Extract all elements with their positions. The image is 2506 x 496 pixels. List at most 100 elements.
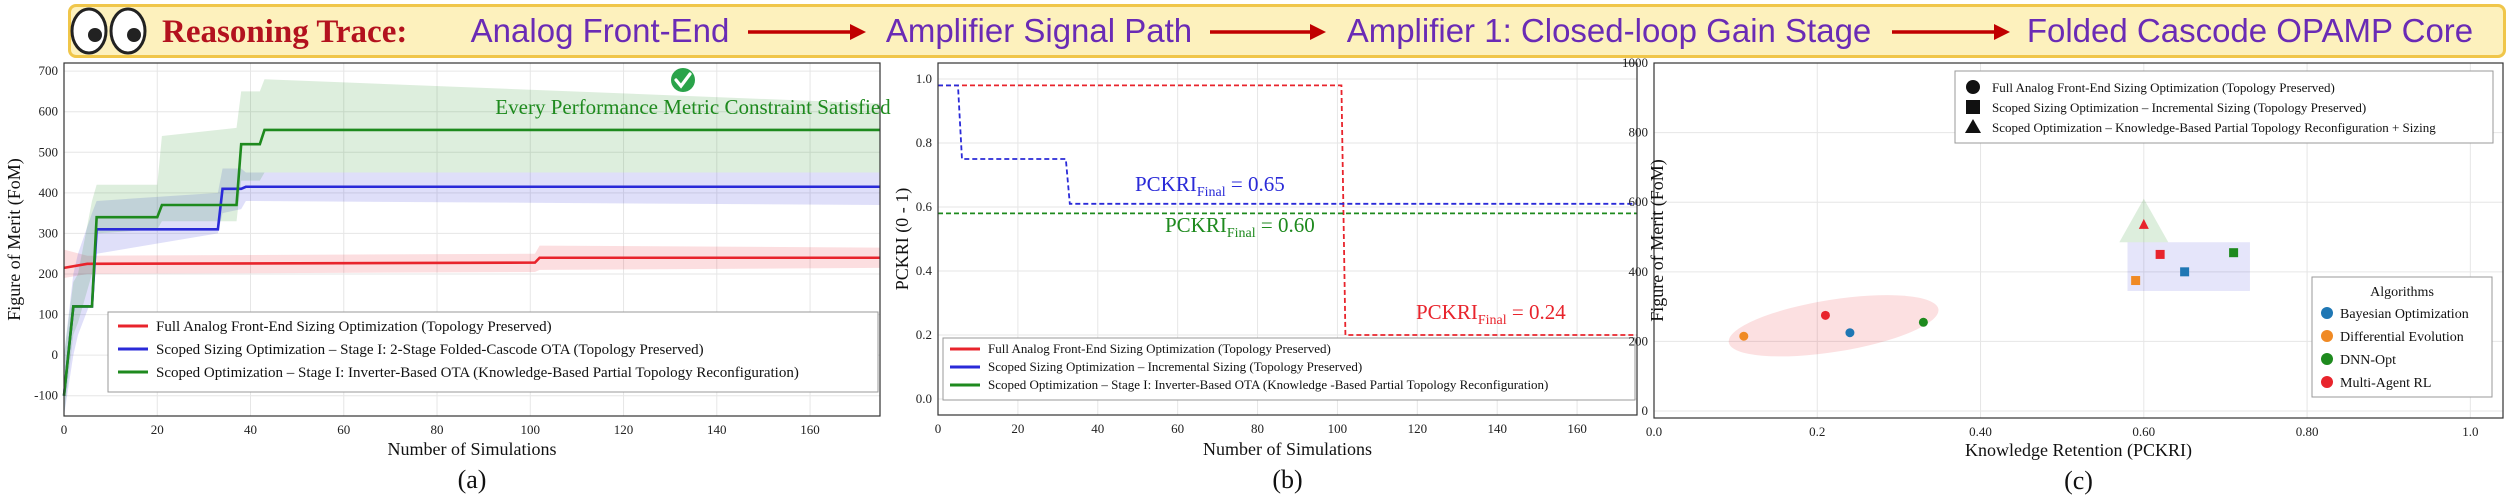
series-line-red <box>938 84 1637 336</box>
legend-box <box>107 311 879 393</box>
x-axis-label: Knowledge Retention (PCKRI) <box>1965 440 2192 461</box>
series-band-green <box>64 79 880 416</box>
y-tick-label: 0 <box>52 347 59 362</box>
x-tick-label: 40 <box>244 422 257 437</box>
y-tick-label: 500 <box>39 144 59 159</box>
series-line-blue <box>938 84 1637 205</box>
data-point <box>1845 328 1855 338</box>
y-tick-label: 0.0 <box>916 391 932 406</box>
y-axis-label: PCKRI (0 - 1) <box>892 188 913 291</box>
y-tick-label: 600 <box>1629 194 1649 209</box>
legend-label-green: DNN-Opt <box>2340 353 2396 368</box>
legend-label-bayes: Bayesian Optimization <box>2340 307 2469 322</box>
series-line-red <box>63 256 880 270</box>
arrow-head <box>850 24 866 40</box>
arrow-head <box>1310 24 1326 40</box>
reasoning-trace-svg: Reasoning Trace: Analog Front-End Amplifie… <box>70 7 2473 55</box>
y-tick-label: 200 <box>1629 333 1649 348</box>
legend-label-red: Full Analog Front-End Sizing Optimizatio… <box>156 319 552 335</box>
banner-step-1: Analog Front-End <box>471 12 730 49</box>
legend-label-blue: Scoped Sizing Optimization – Incremental… <box>988 359 1362 374</box>
legend-marker-circle <box>1966 80 1980 94</box>
legend-box <box>2311 276 2493 398</box>
plot-frame <box>63 62 881 417</box>
data-point <box>2229 248 2239 258</box>
panel-label-b: (b) <box>1272 465 1302 494</box>
annotation-blue: PCKRIFinal = 0.65 <box>1135 172 1285 200</box>
legend-dot-red <box>2321 376 2333 388</box>
x-tick-label: 140 <box>1487 421 1507 436</box>
banner-step-2: Amplifier Signal Path <box>886 12 1192 49</box>
x-tick-label: 60 <box>1171 421 1184 436</box>
arrow-right-icon <box>1892 24 2010 40</box>
annotation-red: PCKRIFinal = 0.24 <box>1416 300 1566 328</box>
banner-step-3: Amplifier 1: Closed-loop Gain Stage <box>1347 12 1872 49</box>
legend-label-blue: Scoped Sizing Optimization – Stage I: 2-… <box>156 342 704 358</box>
y-tick-label: 700 <box>39 63 59 78</box>
check-circle-icon <box>671 68 695 92</box>
x-tick-label: 1.0 <box>2462 424 2478 439</box>
x-tick-label: 60 <box>337 422 350 437</box>
legend-label-red: Multi-Agent RL <box>2340 376 2431 391</box>
legend-label-circle: Full Analog Front-End Sizing Optimizatio… <box>1992 80 2335 95</box>
x-axis-label: Number of Simulations <box>1203 439 1372 459</box>
legend-label-green: Scoped Optimization – Stage I: Inverter-… <box>988 377 1548 392</box>
banner-title: Reasoning Trace: <box>162 14 407 50</box>
x-tick-label: 0.2 <box>1809 424 1825 439</box>
legend-marker-triangle <box>1965 119 1981 133</box>
x-tick-label: 120 <box>1408 421 1428 436</box>
y-tick-label: 200 <box>39 266 59 281</box>
legend-dot-green <box>2321 353 2333 365</box>
x-tick-label: 0 <box>61 422 68 437</box>
legend-box <box>1954 70 2494 144</box>
x-tick-label: 100 <box>1328 421 1348 436</box>
x-axis-label: Number of Simulations <box>388 439 557 459</box>
plot-frame <box>1653 62 2504 419</box>
arrow-right-icon <box>1210 24 1326 40</box>
data-point <box>2131 276 2141 286</box>
y-tick-label: 0.4 <box>916 263 933 278</box>
y-tick-label: -100 <box>34 388 58 403</box>
legend-marker-square <box>1966 100 1980 114</box>
series-line-green <box>62 128 880 396</box>
y-tick-label: 0 <box>1642 403 1649 418</box>
reasoning-trace-banner <box>68 4 2506 58</box>
x-tick-label: 160 <box>800 422 820 437</box>
data-point <box>1918 317 1928 327</box>
legend-box <box>942 337 1636 401</box>
data-point <box>1739 331 1749 341</box>
y-tick-label: 1.0 <box>916 71 932 86</box>
y-tick-label: 1000 <box>1622 55 1648 70</box>
eyes-icon <box>70 7 147 55</box>
x-tick-label: 120 <box>614 422 634 437</box>
plot-frame <box>937 62 1638 416</box>
x-tick-label: 80 <box>1251 421 1264 436</box>
legend-label-red: Full Analog Front-End Sizing Optimizatio… <box>988 341 1331 356</box>
x-tick-label: 0 <box>935 421 942 436</box>
data-point <box>2138 218 2149 229</box>
y-tick-label: 100 <box>39 307 59 322</box>
y-tick-label: 400 <box>39 185 59 200</box>
x-tick-label: 100 <box>521 422 541 437</box>
region-circle <box>1728 295 1939 357</box>
y-tick-label: 600 <box>39 104 59 119</box>
y-tick-label: 0.6 <box>916 199 933 214</box>
legend-title: Algorithms <box>2370 285 2434 300</box>
y-tick-label: 0.2 <box>916 327 932 342</box>
eye-white <box>109 7 147 55</box>
marker-legend: Full Analog Front-End Sizing Optimizatio… <box>1954 70 2494 144</box>
legend-b: Full Analog Front-End Sizing Optimizatio… <box>942 337 1636 401</box>
arrow-head <box>1994 24 2010 40</box>
arrow-right-icon <box>748 24 866 40</box>
annotation-green: PCKRIFinal = 0.60 <box>1165 213 1315 241</box>
legend-label-green: Scoped Optimization – Stage I: Inverter-… <box>156 365 799 381</box>
x-tick-label: 160 <box>1567 421 1587 436</box>
eye-pupil <box>127 28 141 42</box>
y-axis-label: Figure of Merit (FoM) <box>1647 159 1668 321</box>
y-tick-label: 0.8 <box>916 135 932 150</box>
legend-label-square: Scoped Sizing Optimization – Incremental… <box>1992 100 2366 115</box>
series-band-blue <box>64 168 880 416</box>
